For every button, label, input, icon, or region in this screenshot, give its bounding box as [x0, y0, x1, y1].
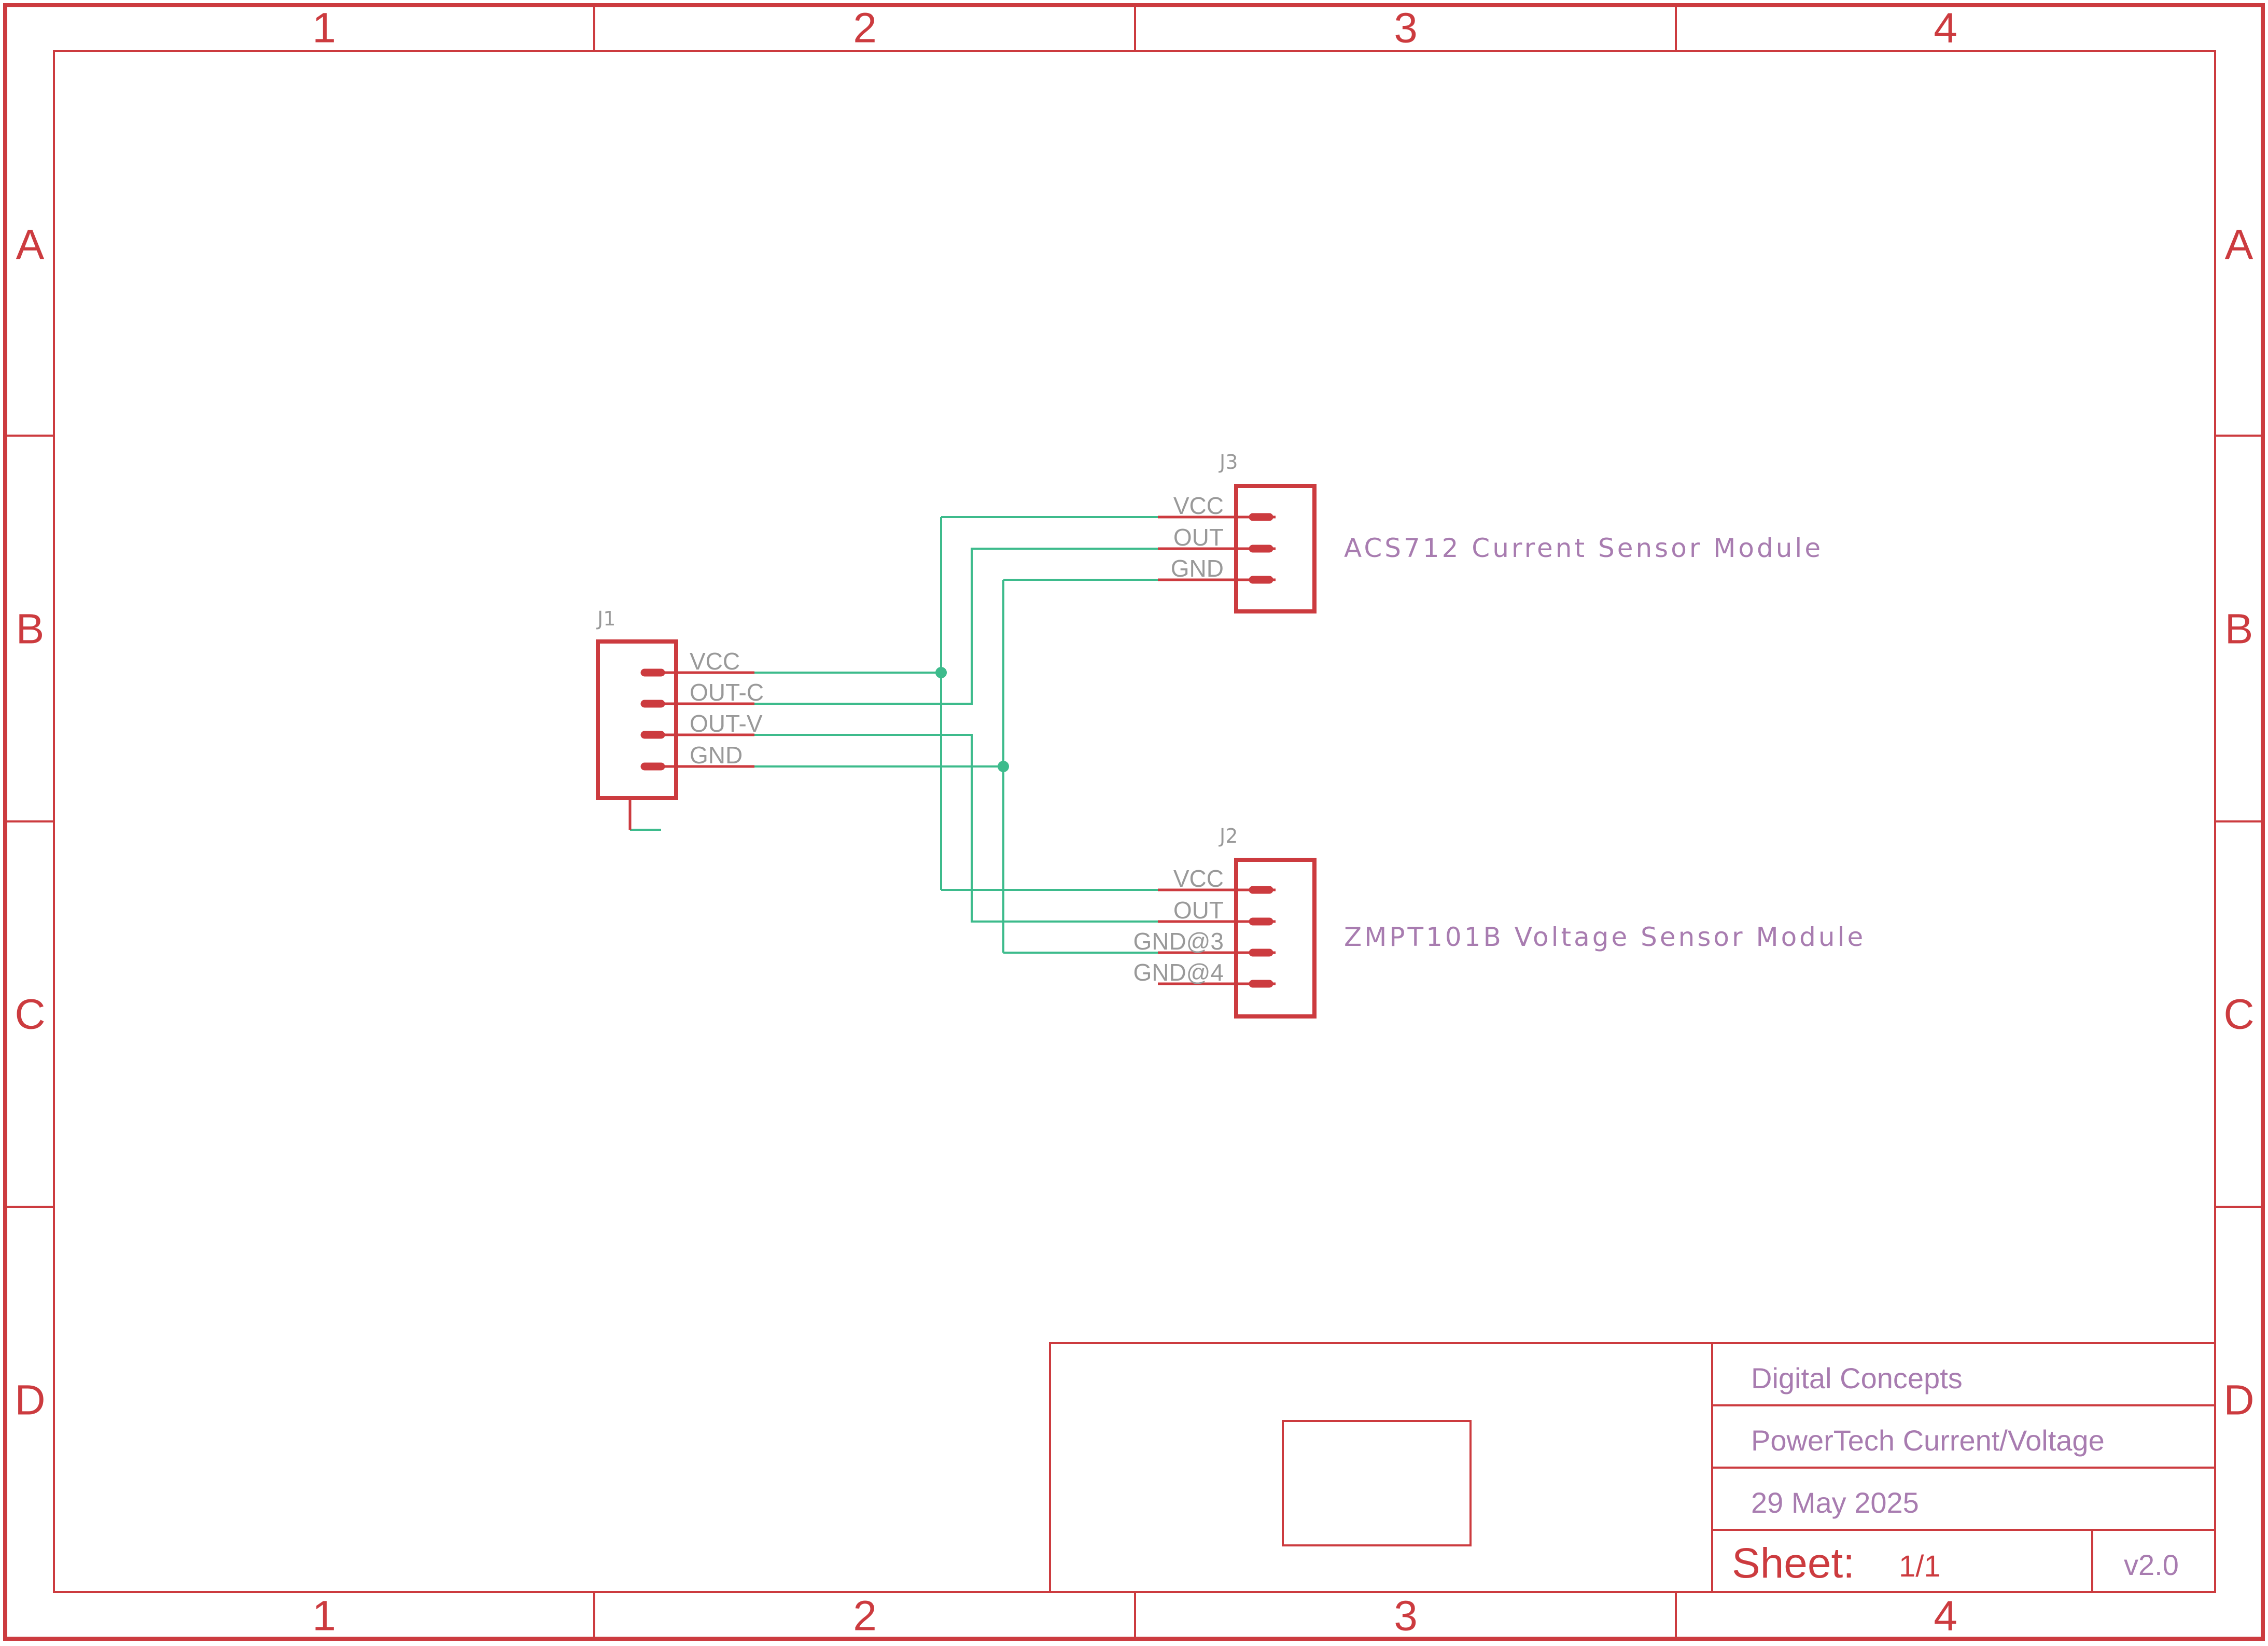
frame-column-label: 3 — [1394, 5, 1418, 52]
pin-label: OUT-C — [690, 679, 764, 706]
net-gnd[interactable] — [678, 579, 1232, 954]
junction-dot — [998, 761, 1009, 772]
pin-label: VCC — [690, 648, 740, 675]
component-j3[interactable]: J3 VCC OUT GND ACS712 Current Sensor Mod… — [1158, 451, 1823, 613]
frame-column-label: 2 — [853, 1593, 877, 1640]
frame-column-label: 4 — [1934, 5, 1957, 52]
title-block-sheet-label: Sheet: — [1732, 1540, 1855, 1587]
frame-column-label: 1 — [312, 5, 336, 52]
title-block-revision: v2.0 — [2124, 1549, 2179, 1581]
frame-column-label: 4 — [1934, 1593, 1957, 1640]
nets — [630, 516, 1232, 954]
title-block-sheet-number: 1/1 — [1899, 1550, 1941, 1583]
logo-placeholder-box — [1282, 1420, 1472, 1546]
frame-column-label: 1 — [312, 1593, 336, 1640]
pin-label: GND — [690, 742, 743, 769]
pin-label: OUT-V — [690, 710, 763, 737]
drawing-frame: 1 2 3 4 1 2 3 4 A B C D A B C D — [3, 3, 2265, 1641]
frame-row-label: C — [2223, 991, 2254, 1038]
net-out-voltage[interactable] — [678, 734, 1232, 923]
frame-row-label: B — [16, 606, 45, 653]
frame-row-label: D — [15, 1377, 45, 1424]
pin-label: GND — [1171, 555, 1224, 582]
pin-label: VCC — [1173, 492, 1224, 519]
component-j1[interactable]: J1 VCC OUT-C OUT-V GND — [596, 607, 764, 830]
pin-label: OUT — [1173, 897, 1224, 924]
refdes-label: J1 — [596, 607, 615, 630]
frame-column-label: 2 — [853, 5, 877, 52]
frame-row-label: D — [2223, 1377, 2254, 1424]
title-block-company: Digital Concepts — [1751, 1362, 1963, 1394]
connector-body — [596, 639, 678, 800]
pin-label: GND@3 — [1133, 928, 1224, 955]
frame-inner-border — [53, 50, 2216, 1593]
pin-label: VCC — [1173, 865, 1224, 892]
component-j2[interactable]: J2 VCC OUT GND@3 GND@4 ZMPT101B Voltage … — [1133, 825, 1866, 1019]
junction-dot — [935, 667, 947, 678]
refdes-label: J3 — [1219, 451, 1238, 473]
frame-row-label: B — [2225, 606, 2253, 653]
part-value-label: ACS712 Current Sensor Module — [1344, 533, 1823, 563]
title-block: Digital Concepts PowerTech Current/Volta… — [1049, 1342, 2216, 1593]
refdes-label: J2 — [1219, 825, 1238, 847]
pin-label: OUT — [1173, 524, 1224, 551]
frame-column-label: 3 — [1394, 1593, 1418, 1640]
connector-body — [1234, 858, 1317, 1019]
pin-label: GND@4 — [1133, 959, 1224, 986]
part-value-label: ZMPT101B Voltage Sensor Module — [1344, 922, 1866, 952]
title-block-title: PowerTech Current/Voltage — [1751, 1424, 2105, 1457]
net-out-current[interactable] — [678, 548, 1232, 705]
frame-row-label: A — [16, 221, 45, 269]
frame-row-label: A — [2225, 221, 2253, 269]
title-block-date: 29 May 2025 — [1751, 1486, 1919, 1519]
frame-row-label: C — [15, 991, 45, 1038]
